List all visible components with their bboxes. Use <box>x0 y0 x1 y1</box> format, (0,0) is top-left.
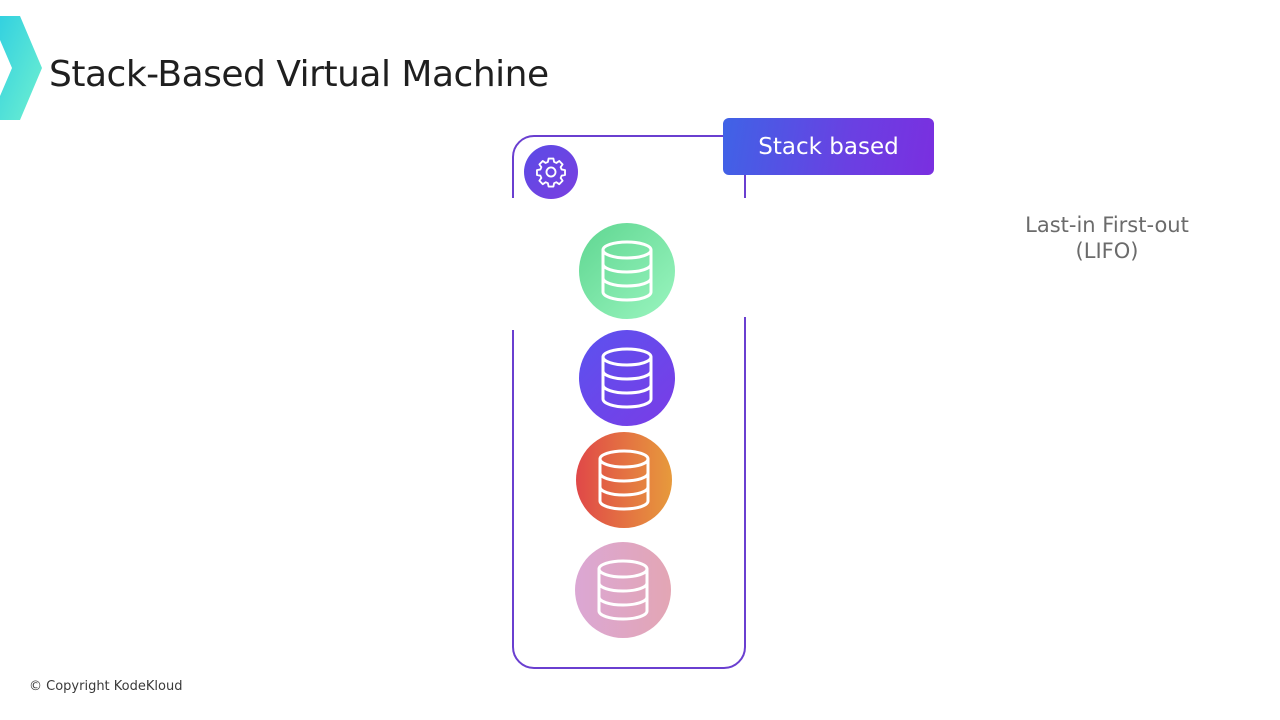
database-icon <box>598 449 650 511</box>
lifo-line-1: Last-in First-out <box>1025 213 1189 237</box>
stack-item-3 <box>576 432 672 528</box>
database-icon <box>597 559 649 621</box>
stack-frame <box>512 135 746 669</box>
stack-item-4 <box>575 542 671 638</box>
database-icon <box>601 347 653 409</box>
gear-icon <box>536 157 566 188</box>
stack-based-label-text: Stack based <box>758 133 899 160</box>
frame-gap <box>738 198 754 317</box>
lifo-annotation: Last-in First-out (LIFO) <box>1000 212 1214 264</box>
database-icon <box>601 240 653 302</box>
lifo-line-2: (LIFO) <box>1075 239 1139 263</box>
page-title: Stack-Based Virtual Machine <box>49 54 549 95</box>
copyright-footer: © Copyright KodeKloud <box>29 679 183 694</box>
stack-based-label: Stack based <box>723 118 934 175</box>
frame-gap <box>505 198 521 330</box>
kodekloud-logo-icon <box>0 16 44 120</box>
stack-item-2 <box>579 330 675 426</box>
stack-item-1 <box>579 223 675 319</box>
gear-badge <box>524 145 578 199</box>
